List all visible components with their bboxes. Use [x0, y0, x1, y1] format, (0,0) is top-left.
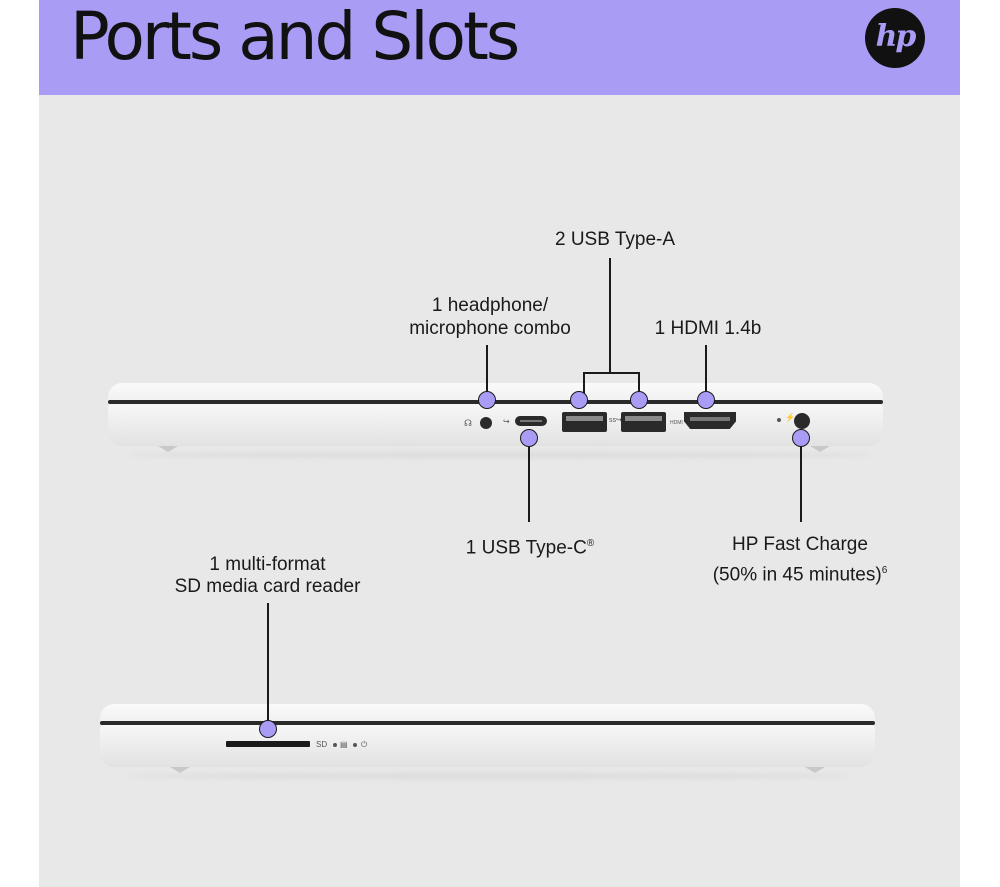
- laptop-foot: [170, 767, 190, 773]
- sd-marking: SD: [316, 740, 328, 749]
- sd-card-slot: [226, 741, 310, 747]
- status-led: [353, 743, 357, 747]
- laptop-base: [108, 404, 883, 446]
- laptop-foot: [805, 767, 825, 773]
- usb-c-label-sup: ®: [586, 538, 595, 549]
- usb-a-callout-line: [609, 258, 611, 373]
- charge-led: [777, 418, 781, 422]
- hdmi-port: [684, 412, 736, 429]
- sd-label-line2: SD media card reader: [174, 576, 361, 597]
- page-title: Ports and Slots: [70, 0, 520, 75]
- laptop-lid: [100, 704, 875, 724]
- laptop-foot: [810, 446, 830, 452]
- fast-charge-marker: [792, 429, 810, 447]
- headphone-callout-line: [486, 345, 488, 395]
- headphone-icon: ☊: [464, 418, 472, 428]
- fast-charge-label-line1: HP Fast Charge: [732, 534, 868, 555]
- fast-charge-label-sup: 6: [881, 565, 888, 576]
- usb-c-callout-line: [528, 446, 530, 522]
- usb-a-label: 2 USB Type-A: [554, 229, 676, 250]
- usb-a-port-1: [562, 412, 607, 432]
- laptop-shadow: [130, 773, 850, 779]
- headphone-label-line2: microphone combo: [409, 318, 571, 339]
- hdmi-label: 1 HDMI 1.4b: [654, 318, 762, 339]
- usb-a-marker-2: [630, 391, 648, 409]
- laptop-base: [100, 725, 875, 767]
- laptop-hinge: [100, 721, 875, 725]
- headphone-marker: [478, 391, 496, 409]
- headphone-jack: [480, 417, 492, 429]
- sd-label-line1: 1 multi-format: [209, 554, 326, 575]
- usb-a-callout-line: [583, 372, 585, 394]
- fast-charge-callout-line: [800, 446, 802, 522]
- usb-c-label-text: 1 USB Type-C: [465, 537, 587, 559]
- hdmi-icon: HDMI: [670, 420, 683, 426]
- header-banner: [39, 0, 960, 95]
- fast-charge-label-line2: (50% in 45 minutes)6: [690, 559, 910, 586]
- usb-a-port-2: [621, 412, 666, 432]
- status-led: [333, 743, 337, 747]
- usb-a-callout-line: [638, 372, 640, 394]
- fast-charge-label-text: (50% in 45 minutes): [712, 564, 882, 586]
- usb-icon: ↪: [503, 417, 510, 426]
- storage-icon: ▤: [340, 740, 348, 749]
- usb-a-callout-bracket: [583, 372, 640, 374]
- usb-ss-icon: ss↪: [609, 417, 622, 424]
- power-port: [794, 413, 810, 429]
- usb-c-label: 1 USB Type-C®: [445, 532, 615, 559]
- usb-c-port: [515, 416, 547, 426]
- sd-callout-line: [267, 603, 269, 721]
- sd-marker: [259, 720, 277, 738]
- headphone-label-line1: 1 headphone/: [431, 295, 549, 316]
- laptop-lid: [108, 383, 883, 403]
- laptop-foot: [158, 446, 178, 452]
- power-plug-icon: ⚡: [785, 413, 795, 422]
- hp-logo: hp: [865, 8, 925, 68]
- usb-a-marker-1: [570, 391, 588, 409]
- laptop-shadow: [130, 452, 870, 458]
- power-icon: ⏻: [361, 740, 368, 749]
- usb-c-marker: [520, 429, 538, 447]
- hdmi-marker: [697, 391, 715, 409]
- hdmi-callout-line: [705, 345, 707, 395]
